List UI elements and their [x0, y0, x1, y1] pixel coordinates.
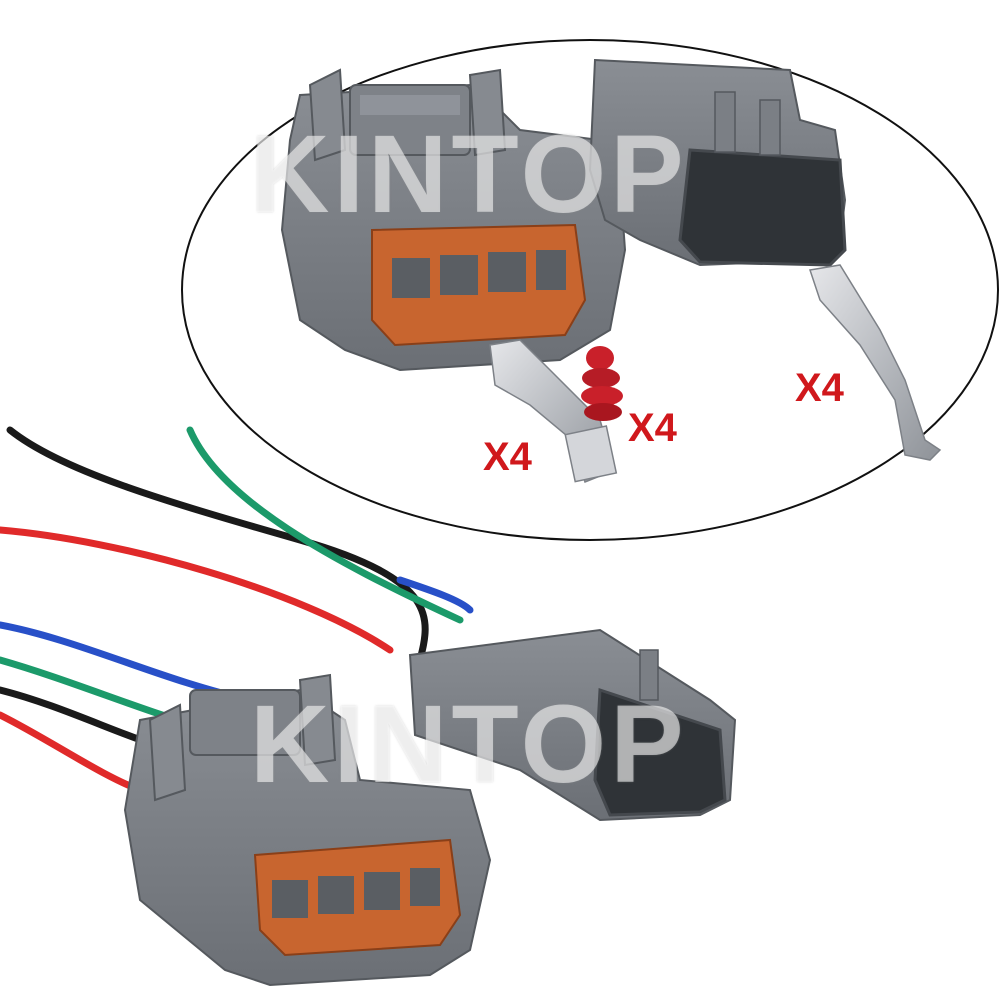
- seal-quantity-label: X4: [628, 406, 677, 450]
- rubber-wire-seal: [581, 346, 623, 421]
- female-connector-housing: [280, 68, 627, 372]
- male-connector-housing-mated: [408, 628, 737, 822]
- watermark-bottom: KINTOP: [250, 683, 688, 806]
- female-connector-housing-wired: [123, 673, 492, 987]
- watermark-top: KINTOP: [250, 113, 688, 236]
- male-terminal: [809, 264, 942, 461]
- male-terminal-quantity-label: X4: [795, 366, 844, 410]
- female-terminal-quantity-label: X4: [483, 435, 532, 479]
- female-terminal: [489, 339, 618, 483]
- male-connector-housing: [588, 58, 847, 267]
